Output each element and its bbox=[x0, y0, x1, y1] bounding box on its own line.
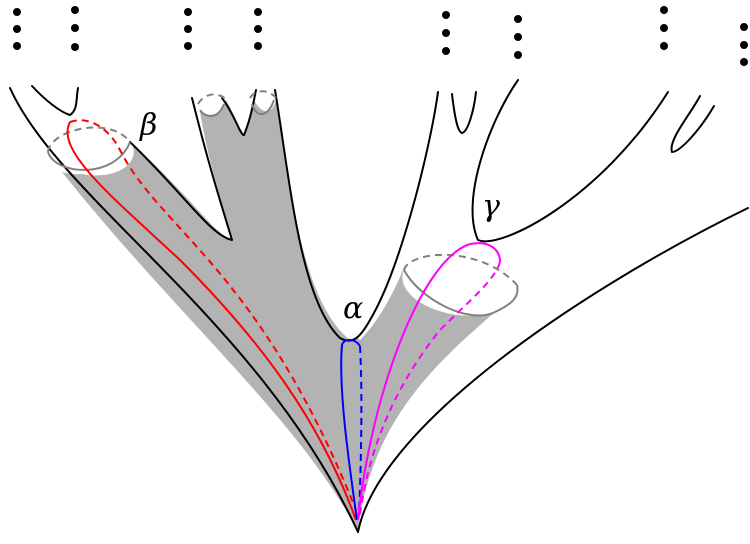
outer-right-boundary bbox=[357, 207, 749, 533]
gamma-cuff-back bbox=[403, 253, 518, 286]
alpha-curve-solid bbox=[340, 338, 361, 521]
left-inner-boundary bbox=[129, 97, 233, 241]
gamma-region-boundary bbox=[471, 79, 669, 243]
beta-curve-dashed bbox=[69, 119, 357, 511]
right-small-prong bbox=[670, 95, 715, 153]
middle-cuff-front-2 bbox=[251, 99, 275, 115]
center-left-boundary bbox=[274, 89, 439, 342]
beta-cuff-back bbox=[47, 126, 131, 153]
outer-left-boundary bbox=[9, 87, 359, 533]
beta-curve-solid bbox=[66, 121, 357, 521]
middle-cuff-front bbox=[199, 103, 225, 117]
middle-cuff-back-2 bbox=[249, 90, 277, 99]
ellipsis-dots bbox=[13, 6, 748, 66]
shaded-region bbox=[62, 100, 495, 532]
beta-label: β bbox=[139, 108, 157, 143]
gamma-cuff-front bbox=[403, 269, 519, 317]
left-small-prong bbox=[31, 85, 79, 116]
gamma-curve-solid bbox=[357, 242, 501, 521]
alpha-curve-dashed bbox=[358, 345, 363, 516]
gamma-label: γ bbox=[482, 189, 500, 224]
center-small-prong bbox=[451, 91, 477, 134]
middle-cuff-back bbox=[197, 93, 227, 105]
alpha-label: α bbox=[343, 291, 363, 326]
gamma-curve-dashed bbox=[359, 261, 501, 516]
